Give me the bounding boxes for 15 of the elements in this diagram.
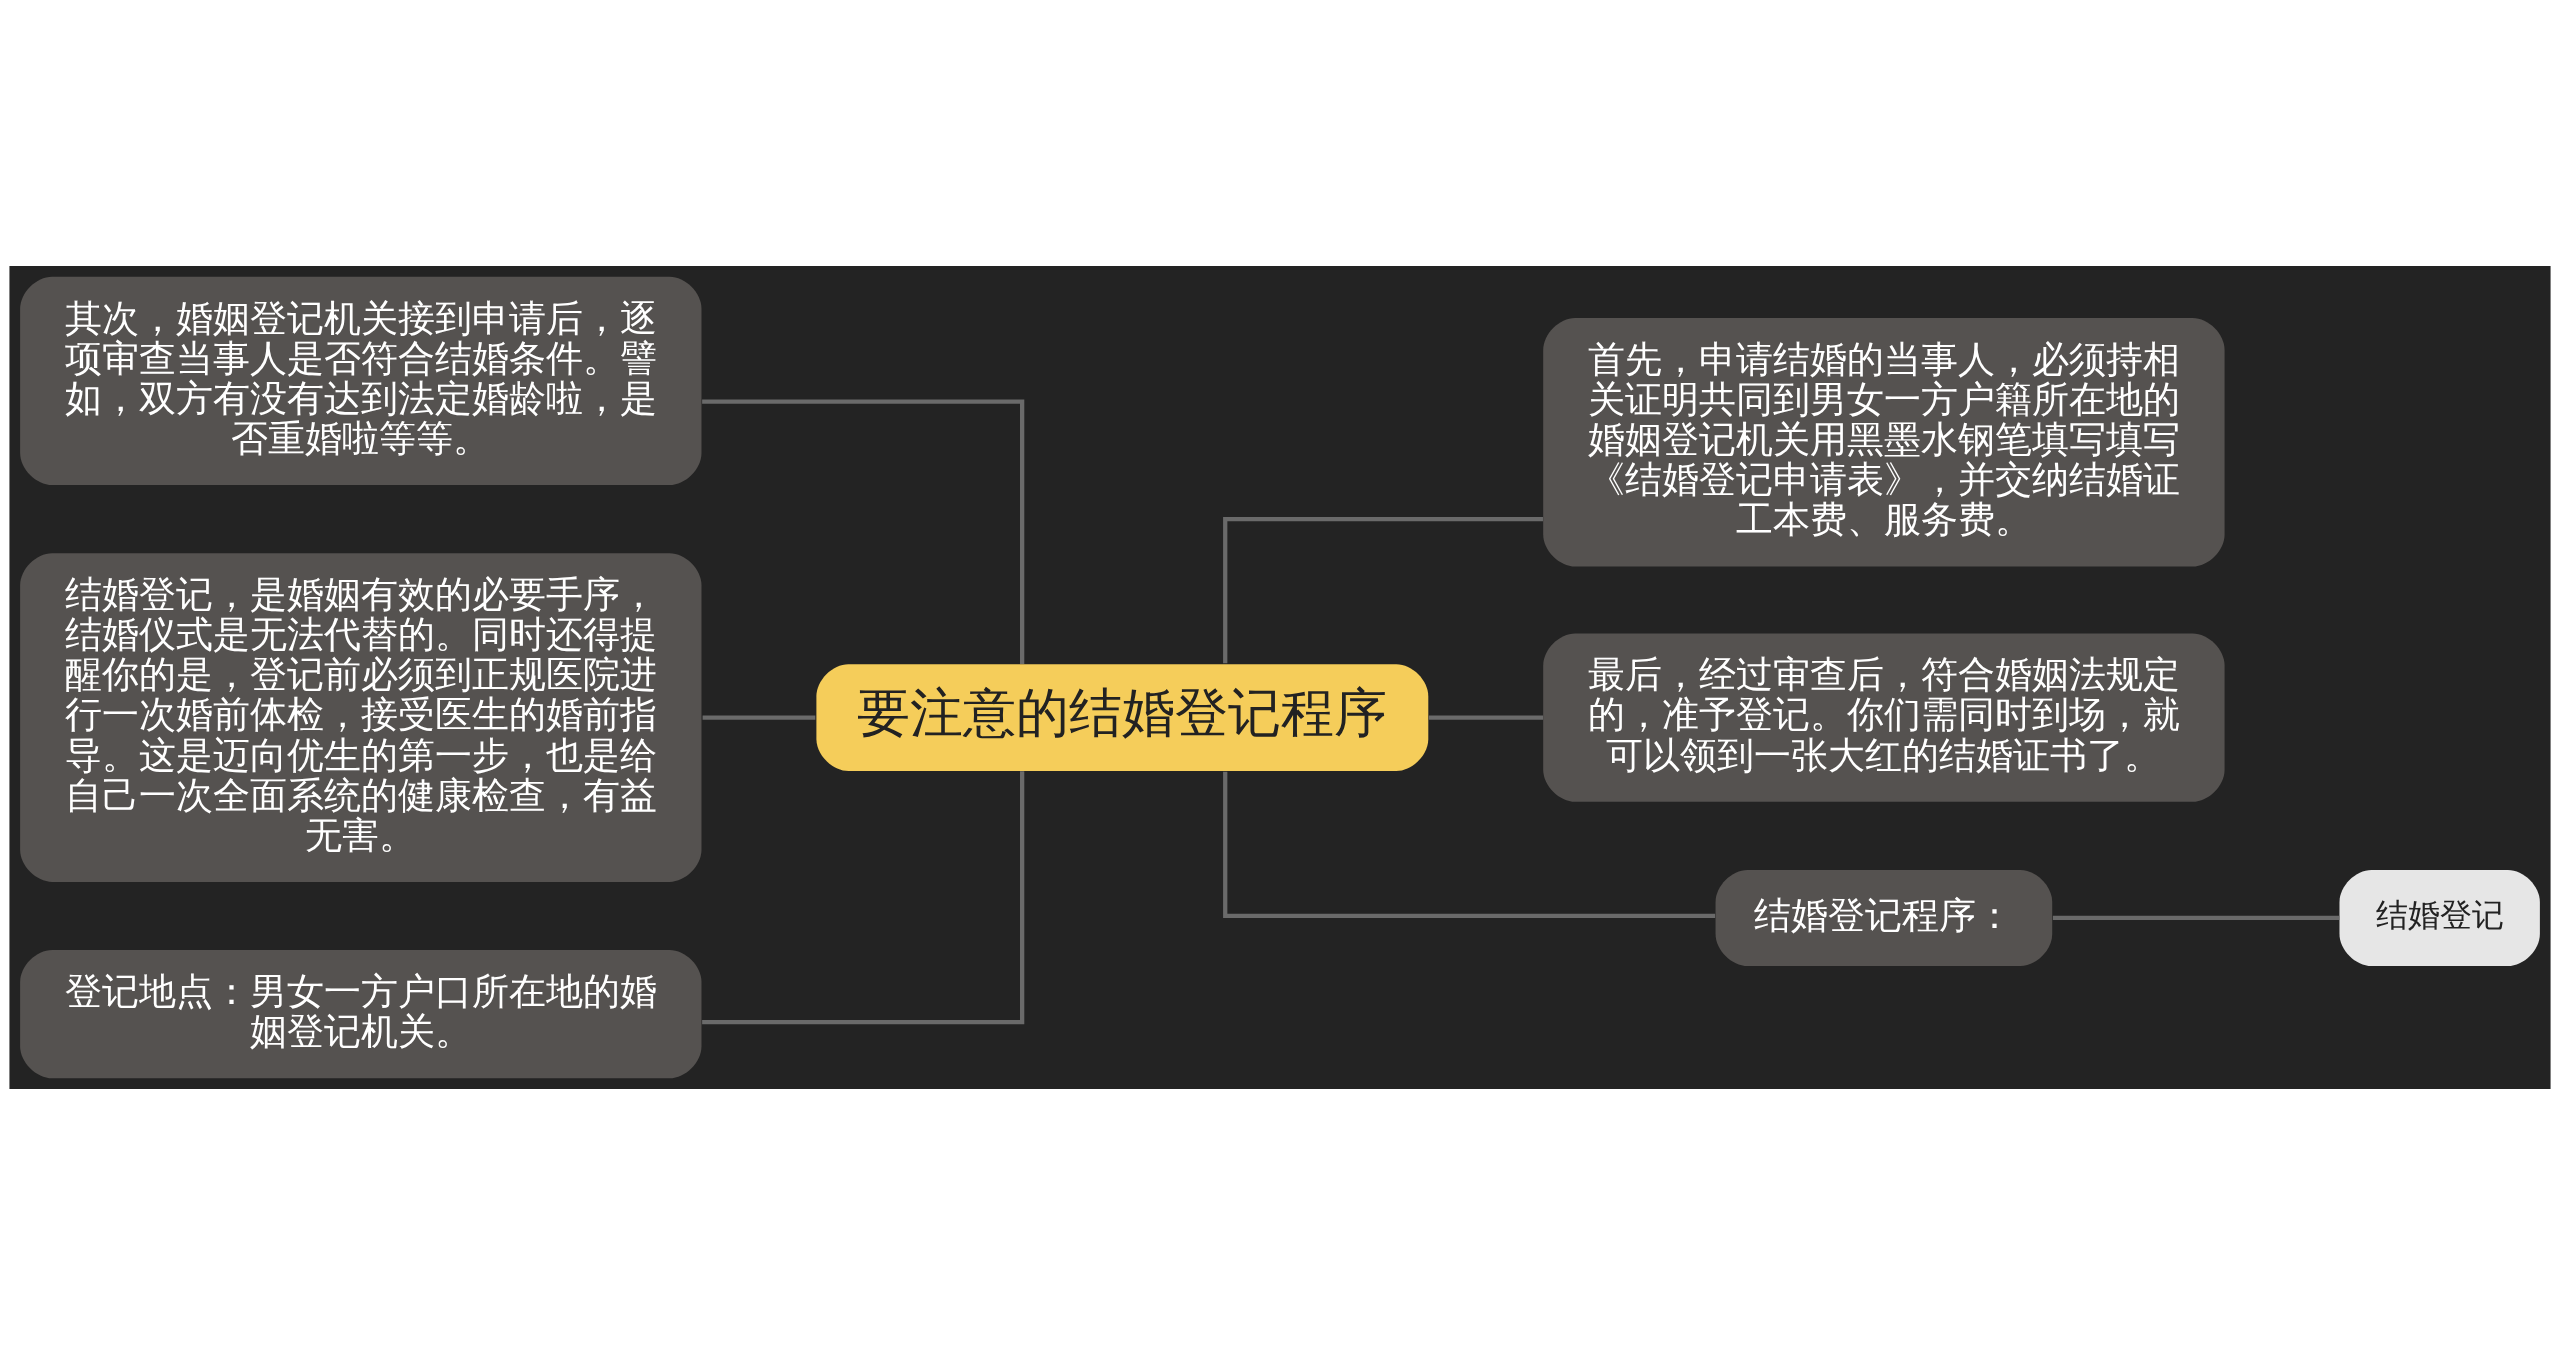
connector: [1223, 517, 1543, 664]
connector: [702, 771, 1025, 1025]
node-box: 其次，婚姻登记机关接到申请后，逐项审查当事人是否符合结婚条件。譬如，双方有没有达到法定婚龄啦，是否重婚啦等等。: [20, 276, 702, 486]
node-box: 最后，经过审查后，符合婚姻法规定的，准予登记。你们需同时到场，就可以领到一张大红的结婚证书了。: [1543, 633, 2225, 802]
connector: [702, 399, 1025, 664]
connector: [1428, 715, 1544, 720]
node-box: 首先，申请结婚的当事人，必须持相关证明共同到男女一方户籍所在地的婚姻登记机关用黑墨水钢笔填写填写《结婚登记申请表》，并交纳结婚证工本费、服务费。: [1543, 318, 2225, 567]
node-box: 结婚登记程序：: [1715, 869, 2053, 967]
connector: [702, 715, 816, 720]
connector: [1223, 771, 1716, 919]
node-box: 登记地点：男女一方户口所在地的婚姻登记机关。: [20, 950, 702, 1079]
node-box: 结婚登记，是婚姻有效的必要手序，结婚仪式是无法代替的。同时还得提醒你的是，登记前必须到正规医院进行一次婚前体检，接受医生的婚前指导。这是迈向优生的第一步，也是给自己一次全面系统的健康检查，有益无害。: [20, 553, 702, 882]
node-box: 要注意的结婚登记程序: [816, 664, 1429, 771]
node-box: 结婚登记: [2339, 869, 2540, 967]
connector: [2052, 915, 2340, 921]
